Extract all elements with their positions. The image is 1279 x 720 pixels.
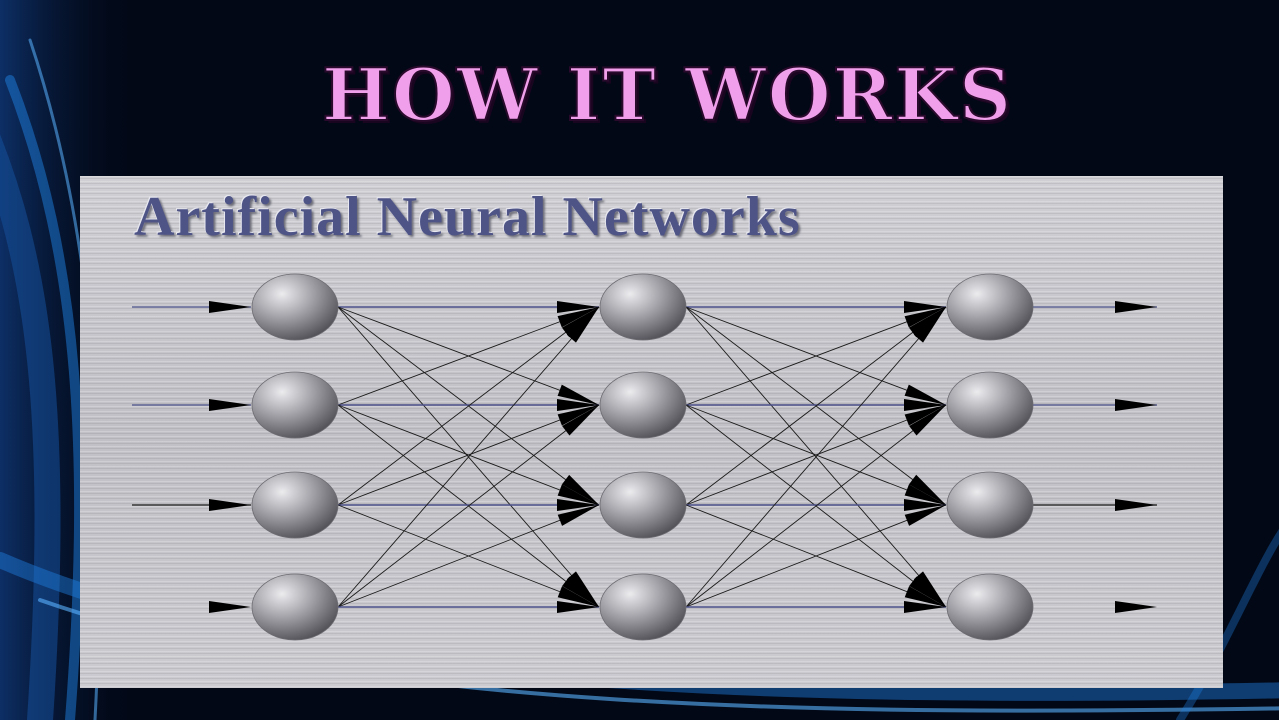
- arrowhead-l2-1-from-2: [557, 307, 599, 328]
- arrowhead-l2-3-from-1: [561, 474, 599, 505]
- arrowhead-l2-3-from-4: [557, 505, 599, 526]
- neuron-l2-2: [599, 371, 687, 439]
- input-arrowhead-3: [209, 499, 251, 511]
- neurons: [251, 273, 1034, 641]
- neuron-l3-2: [946, 371, 1034, 439]
- link-l1-4-to-l2-1: [337, 306, 600, 608]
- output-arrowhead-3: [1115, 499, 1157, 511]
- neuron-l1-3: [251, 471, 339, 539]
- neuron-l3-3: [946, 471, 1034, 539]
- neuron-l3-4: [946, 573, 1034, 641]
- arrowhead-l3-1-from-2: [904, 307, 946, 328]
- arrowhead-l3-4-from-3: [904, 586, 946, 607]
- input-arrowhead-1: [209, 301, 251, 313]
- arrowheads: [209, 301, 1157, 613]
- arrowhead-l2-1-from-1: [557, 301, 599, 313]
- diagram-heading: Artificial Neural Networks: [134, 186, 801, 248]
- arrowhead-l3-4-from-4: [904, 601, 946, 613]
- arrowhead-l3-1-from-1: [904, 301, 946, 313]
- arrowhead-l3-2-from-1: [904, 384, 946, 405]
- arrowhead-l3-4-from-2: [909, 576, 946, 607]
- arrowhead-l3-1-from-3: [908, 307, 946, 338]
- neuron-l1-1: [251, 273, 339, 341]
- arrowhead-l2-2-from-2: [557, 399, 599, 411]
- arrowhead-l2-3-from-2: [557, 484, 599, 505]
- link-l1-3-to-l2-2: [337, 404, 600, 506]
- link-l2-2-to-l3-1: [685, 306, 947, 406]
- arrowhead-l3-3-from-2: [904, 484, 946, 505]
- arrowhead-l3-4-from-1: [913, 571, 946, 607]
- neuron-l2-1: [599, 273, 687, 341]
- arrowhead-l2-2-from-1: [557, 384, 599, 405]
- neural-network-diagram: Artificial Neural Networks: [80, 176, 1223, 688]
- link-l2-4-to-l3-1: [685, 306, 947, 608]
- arrowhead-l2-4-from-3: [557, 586, 599, 607]
- connections: [132, 306, 1157, 608]
- arrowhead-l2-1-from-4: [566, 307, 599, 343]
- link-l2-3-to-l3-2: [685, 404, 947, 506]
- neuron-l2-3: [599, 471, 687, 539]
- output-arrowhead-4: [1115, 601, 1157, 613]
- link-l1-4-to-l2-2: [337, 404, 600, 608]
- arrowhead-l2-4-from-2: [562, 576, 599, 607]
- arrowhead-l3-3-from-4: [904, 505, 946, 526]
- link-l1-4-to-l2-3: [337, 504, 600, 608]
- link-l2-4-to-l3-2: [685, 404, 947, 608]
- slide-title: How It Works: [321, 51, 1013, 138]
- network-graph: [132, 273, 1157, 641]
- link-l2-3-to-l3-1: [685, 306, 947, 506]
- arrowhead-l3-3-from-3: [904, 499, 946, 511]
- neuron-l1-4: [251, 573, 339, 641]
- link-l1-3-to-l2-1: [337, 306, 600, 506]
- arrowhead-l2-3-from-3: [557, 499, 599, 511]
- arrowhead-l3-2-from-3: [904, 405, 946, 426]
- link-l1-2-to-l2-1: [337, 306, 600, 406]
- neuron-l3-1: [946, 273, 1034, 341]
- neuron-l1-2: [251, 371, 339, 439]
- input-arrowhead-2: [209, 399, 251, 411]
- arrowhead-l3-2-from-4: [909, 405, 946, 436]
- arrowhead-l2-1-from-3: [561, 307, 599, 338]
- arrowhead-l2-2-from-4: [562, 405, 599, 436]
- output-arrowhead-1: [1115, 301, 1157, 313]
- input-arrowhead-4: [209, 601, 251, 613]
- output-arrowhead-2: [1115, 399, 1157, 411]
- arrowhead-l3-3-from-1: [908, 474, 946, 505]
- arrowhead-l2-4-from-1: [566, 571, 599, 607]
- neuron-l2-4: [599, 573, 687, 641]
- link-l2-4-to-l3-3: [685, 504, 947, 608]
- arrowhead-l3-2-from-2: [904, 399, 946, 411]
- arrowhead-l2-4-from-4: [557, 601, 599, 613]
- arrowhead-l2-2-from-3: [557, 405, 599, 426]
- arrowhead-l3-1-from-4: [913, 307, 946, 343]
